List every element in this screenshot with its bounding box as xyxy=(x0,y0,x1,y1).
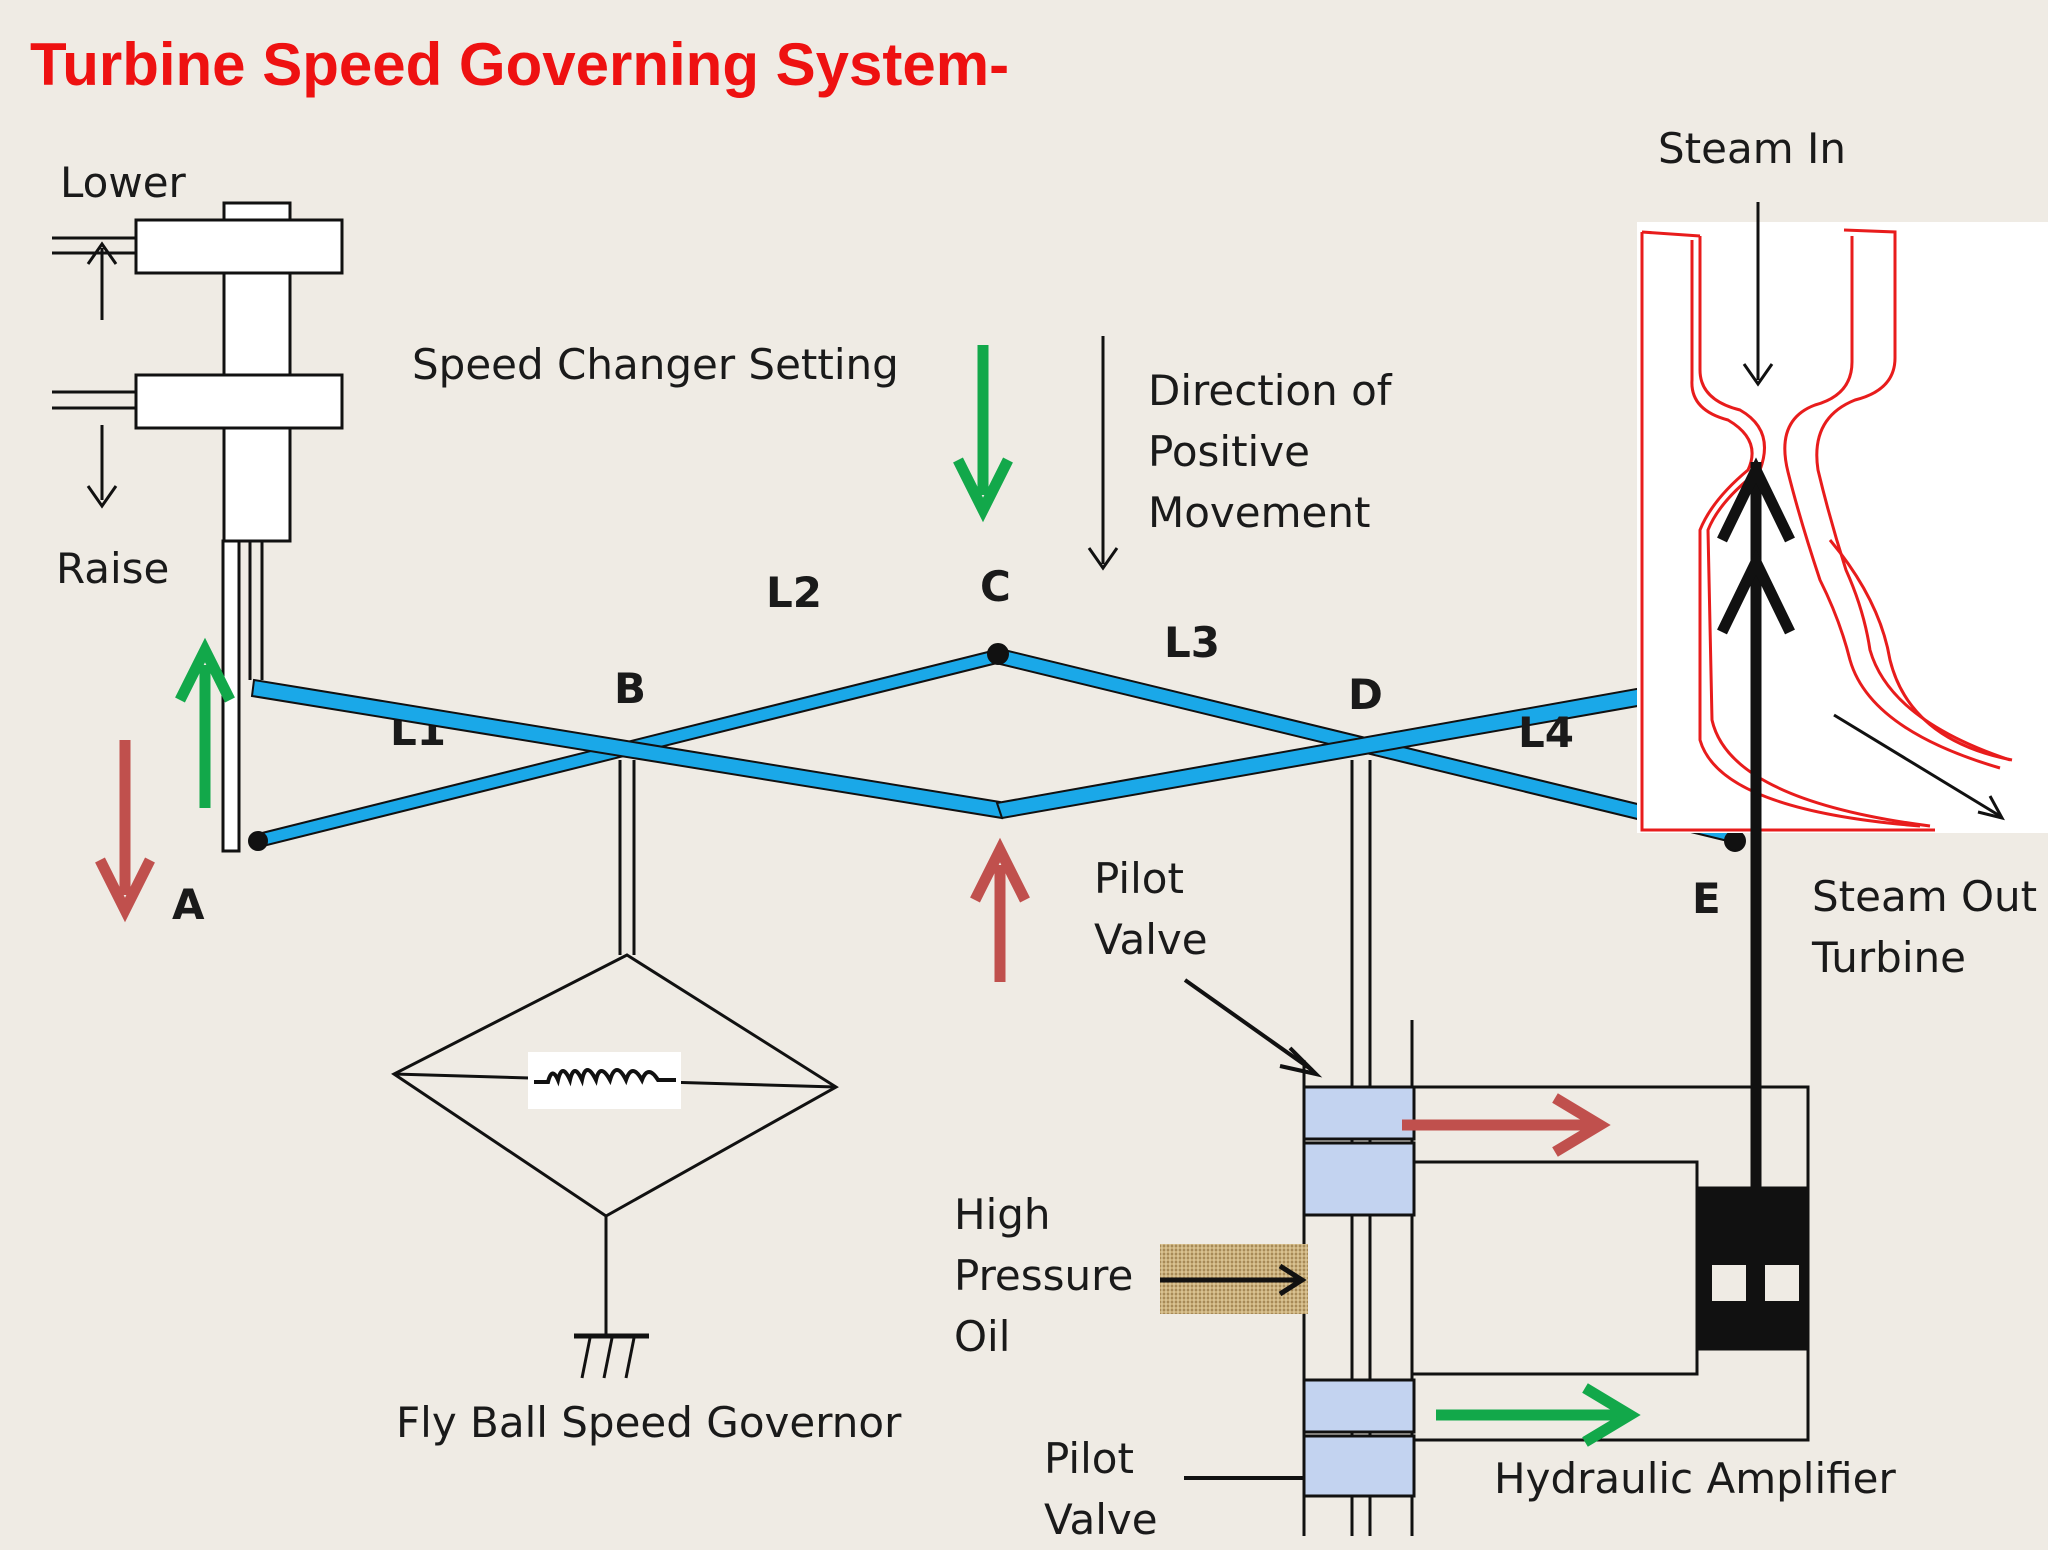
link-l3-label: L3 xyxy=(1164,618,1220,667)
raise-label: Raise xyxy=(56,544,170,593)
pilot-valve-label: Pilot Valve xyxy=(1094,848,1208,970)
fly-ball-governor-label: Fly Ball Speed Governor xyxy=(396,1398,902,1447)
valve-spools xyxy=(1302,1085,1416,1498)
point-e-label: E xyxy=(1692,874,1721,923)
steam-out-label: Steam Out Turbine xyxy=(1812,866,2037,988)
green-up-arrow-icon xyxy=(175,637,235,808)
linkage-bars xyxy=(248,643,1753,852)
red-flow-arrow-icon xyxy=(1402,1093,1611,1157)
steam-in-label: Steam In xyxy=(1658,124,1846,173)
turbine-valve xyxy=(1637,222,2048,833)
pilot-valve-pointer xyxy=(1183,978,1323,1078)
point-c-label: C xyxy=(980,562,1011,611)
red-down-arrow-icon xyxy=(95,740,155,923)
green-down-arrow-icon xyxy=(953,345,1013,523)
pivot-e xyxy=(1724,830,1746,852)
direction-arrow-icon xyxy=(1087,336,1119,571)
direction-line-3: Movement xyxy=(1148,488,1371,537)
speed-changer-label: Speed Changer Setting xyxy=(412,340,899,389)
green-flow-arrow-icon xyxy=(1436,1383,1641,1447)
hydraulic-amplifier xyxy=(1410,1085,1810,1442)
bottom-pilot-line-1: Pilot xyxy=(1044,1434,1134,1483)
oil-line-3: Oil xyxy=(954,1312,1011,1361)
red-up-arrow-icon xyxy=(970,837,1030,982)
steam-in-arrow-icon xyxy=(1742,202,1774,387)
direction-line-1: Direction of xyxy=(1148,366,1392,415)
hydraulic-amplifier-label: Hydraulic Amplifier xyxy=(1494,1454,1896,1503)
bottom-pilot-line-2: Valve xyxy=(1044,1495,1158,1544)
oil-line-2: Pressure xyxy=(954,1251,1134,1300)
speed-changer-mechanism xyxy=(52,201,344,853)
page-title: Turbine Speed Governing System- xyxy=(30,31,1010,98)
point-d-label: D xyxy=(1348,670,1383,719)
direction-label: Direction of Positive Movement xyxy=(1148,360,1392,543)
governor-spring-icon xyxy=(528,1052,681,1109)
bottom-pilot-valve-label: Pilot Valve xyxy=(1044,1428,1158,1550)
link-l4-label: L4 xyxy=(1518,708,1574,757)
link-l2-label: L2 xyxy=(766,568,822,617)
high-pressure-oil-label: High Pressure Oil xyxy=(954,1184,1133,1367)
servo-rod xyxy=(1717,457,1795,1188)
lower-arrow-icon xyxy=(86,241,118,320)
pivot-c xyxy=(987,643,1009,665)
point-a-label: A xyxy=(172,880,205,929)
steam-out-arrow-icon xyxy=(1833,713,2005,821)
raise-arrow-icon xyxy=(86,425,118,509)
steam-out-line-2: Turbine xyxy=(1812,933,1966,982)
point-b-label: B xyxy=(614,664,647,713)
oil-inlet xyxy=(1160,1244,1308,1314)
oil-line-1: High xyxy=(954,1190,1051,1239)
lower-label: Lower xyxy=(60,158,186,207)
pilot-valve-line-2: Valve xyxy=(1094,915,1208,964)
pivot-a xyxy=(248,831,268,851)
steam-out-line-1: Steam Out xyxy=(1812,872,2038,921)
direction-line-2: Positive xyxy=(1148,427,1310,476)
pilot-valve-line-1: Pilot xyxy=(1094,854,1184,903)
